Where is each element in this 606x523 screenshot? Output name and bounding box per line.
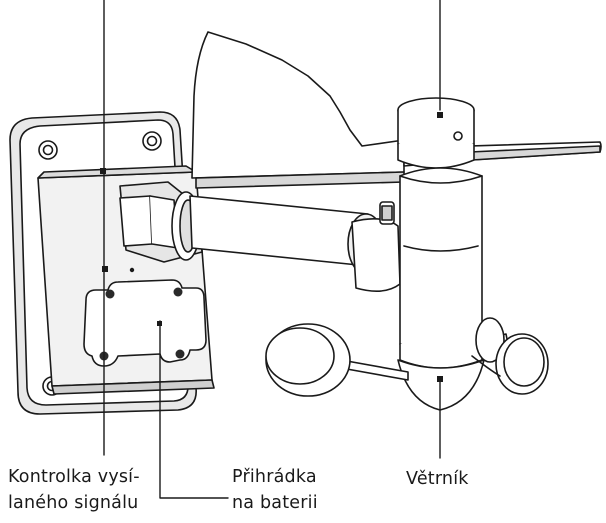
label-wind-vane-line1: Větrník bbox=[406, 469, 469, 489]
leader-line-battery bbox=[159, 320, 229, 499]
anemometer-cup-back bbox=[475, 317, 505, 363]
label-transmitter-led-line2: laného signálu bbox=[8, 493, 139, 513]
label-battery-compartment: Přihrádka na baterii bbox=[232, 464, 318, 516]
leader-lines bbox=[100, 0, 443, 499]
label-battery-compartment-line1: Přihrádka bbox=[232, 467, 317, 487]
label-battery-compartment-line2: na baterii bbox=[232, 493, 318, 513]
label-transmitter-led: Kontrolka vysí- laného signálu bbox=[8, 464, 140, 516]
anemometer bbox=[265, 317, 549, 397]
transmitter-led bbox=[102, 266, 108, 272]
label-transmitter-led-line1: Kontrolka vysí- bbox=[8, 467, 140, 487]
battery-compartment-cover bbox=[83, 279, 207, 367]
wind-vane-column bbox=[397, 97, 485, 411]
arm-bracket bbox=[119, 181, 203, 263]
horizontal-arm bbox=[189, 195, 401, 292]
label-wind-vane: Větrník bbox=[406, 466, 469, 492]
wind-vane-fin bbox=[191, 31, 602, 189]
